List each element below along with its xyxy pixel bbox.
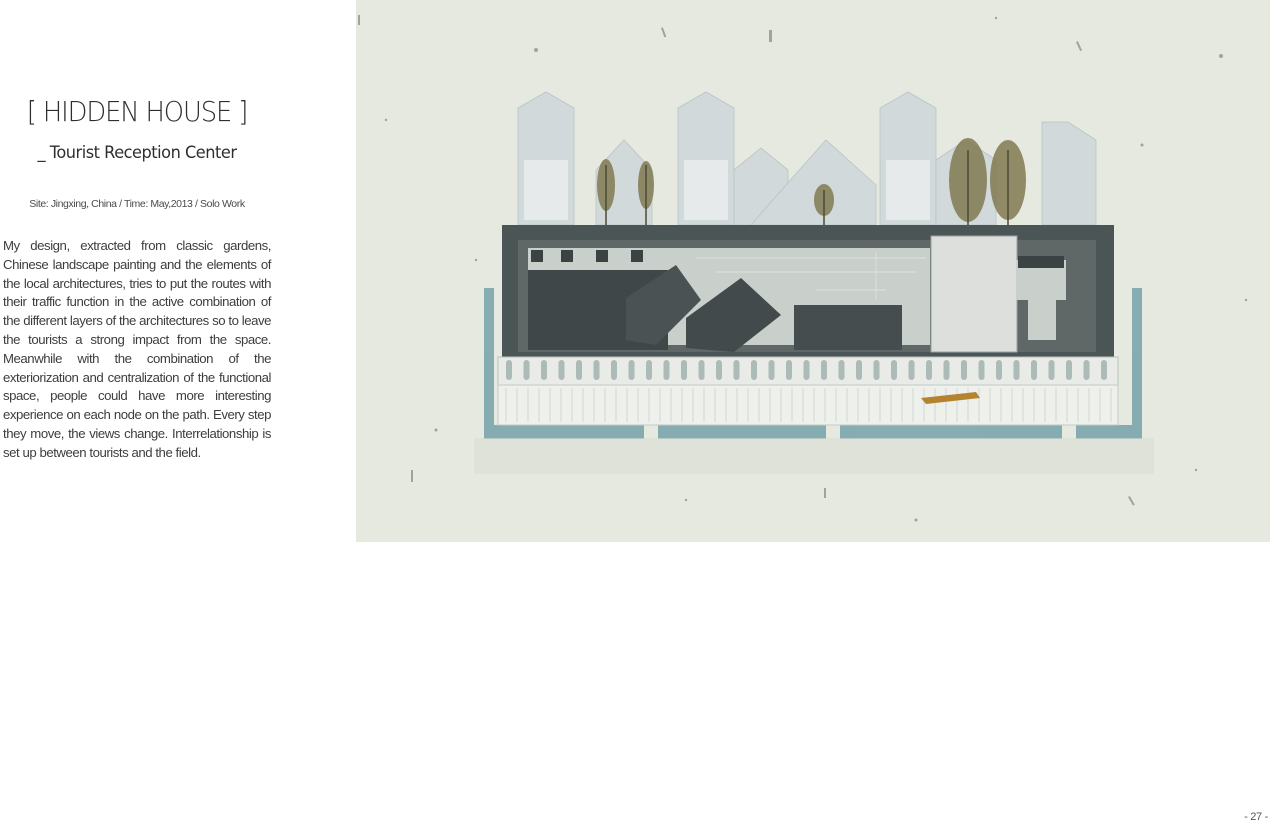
project-description: My design, extracted from classic garden… [3,238,271,460]
column-mark [926,360,932,380]
column-mark [786,360,792,380]
project-title: [ HIDDEN HOUSE ] [26,95,248,128]
column-mark [751,360,757,380]
column-mark [628,360,635,380]
column-mark [1031,360,1037,380]
column-mark [803,360,810,380]
column-mark [506,360,512,380]
column-mark [1083,360,1090,380]
column-mark [681,360,687,380]
column-mark [908,360,915,380]
column-mark [733,360,740,380]
trees [597,138,1026,225]
column-mark [821,360,827,380]
text-column: [ HIDDEN HOUSE ] _ Tourist Reception Cen… [0,0,280,829]
column-mark [996,360,1002,380]
building-roof [502,225,1114,357]
column-mark [698,360,705,380]
column-mark [891,360,897,380]
column-mark [646,360,652,380]
column-mark [541,360,547,380]
column-mark [978,360,985,380]
column-mark [611,360,617,380]
column-mark [856,360,862,380]
column-mark [873,360,880,380]
column-mark [593,360,600,380]
water [484,288,1142,439]
column-mark [961,360,967,380]
column-mark [838,360,845,380]
column-mark [768,360,775,380]
column-mark [1066,360,1072,380]
column-mark [576,360,582,380]
architectural-rendering [356,0,1270,542]
column-mark [663,360,670,380]
column-mark [716,360,722,380]
base-colonnade [497,356,1119,426]
column-mark [1013,360,1020,380]
column-mark [1101,360,1107,380]
column-mark [943,360,950,380]
project-meta: Site: Jingxing, China / Time: May,2013 /… [29,198,245,210]
column-mark [523,360,530,380]
column-mark [1048,360,1055,380]
page-number: - 27 - [1244,811,1268,823]
column-mark [558,360,565,380]
project-subtitle: _ Tourist Reception Center [37,143,237,163]
